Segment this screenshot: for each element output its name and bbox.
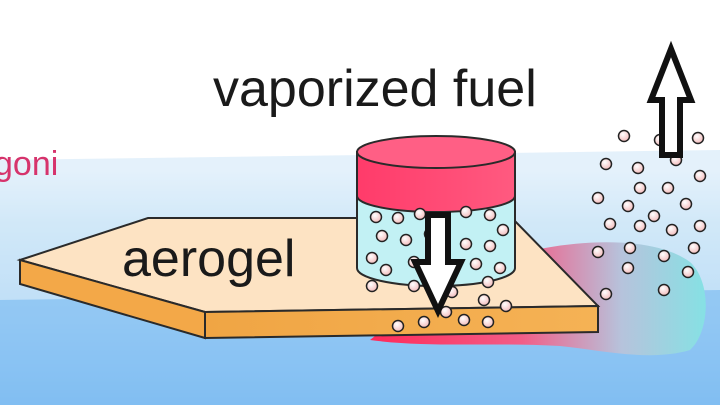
cup-lid-top (356, 135, 516, 169)
fuel-droplet (679, 197, 693, 211)
fuel-droplet (633, 181, 647, 195)
fuel-droplet (693, 169, 707, 183)
fuel-droplet (633, 219, 647, 233)
fuel-droplet (647, 209, 661, 223)
fuel-droplet (481, 315, 495, 329)
fuel-droplet (469, 257, 483, 271)
fuel-droplet (391, 211, 405, 225)
fuel-droplet (457, 313, 471, 327)
fuel-droplet (693, 219, 707, 233)
fuel-droplet (657, 283, 671, 297)
fuel-droplet (621, 199, 635, 213)
fuel-droplet (599, 157, 613, 171)
fuel-droplet (631, 161, 645, 175)
fuel-droplet (459, 205, 473, 219)
fuel-droplet (413, 207, 427, 221)
fuel-droplet (687, 241, 701, 255)
fuel-droplet (665, 223, 679, 237)
fuel-droplet (407, 279, 421, 293)
fuel-droplet (496, 223, 510, 237)
fuel-droplet (499, 299, 513, 313)
fuel-droplet (459, 237, 473, 251)
cup-lid-band (356, 151, 516, 213)
aerogel-label: aerogel (122, 230, 295, 288)
down-arrow-icon (410, 212, 466, 319)
cut-off-label: goni (0, 145, 58, 183)
vaporized-fuel-label: vaporized fuel (213, 60, 537, 118)
fuel-droplet (483, 239, 497, 253)
fuel-droplet (375, 229, 389, 243)
fuel-droplet (493, 261, 507, 275)
fuel-droplet (657, 249, 671, 263)
fuel-droplet (691, 131, 705, 145)
fuel-droplet (603, 217, 617, 231)
fuel-droplet (391, 319, 405, 333)
fuel-droplet (599, 287, 613, 301)
fuel-droplet (399, 233, 413, 247)
fuel-droplet (617, 129, 631, 143)
fuel-droplet (661, 181, 675, 195)
fuel-droplet (621, 261, 635, 275)
fuel-droplet (623, 241, 637, 255)
fuel-droplet (481, 275, 495, 289)
fuel-droplet (591, 245, 605, 259)
fuel-droplet (477, 293, 491, 307)
fuel-droplet (379, 263, 393, 277)
fuel-droplet (591, 191, 605, 205)
fuel-droplet (417, 315, 431, 329)
fuel-droplet (365, 279, 379, 293)
fuel-droplet (369, 210, 383, 224)
up-arrow-icon (646, 40, 696, 158)
fuel-droplet (681, 265, 695, 279)
fuel-droplet (365, 251, 379, 265)
aerogel-left-edge (19, 258, 206, 340)
fuel-droplet (483, 208, 497, 222)
